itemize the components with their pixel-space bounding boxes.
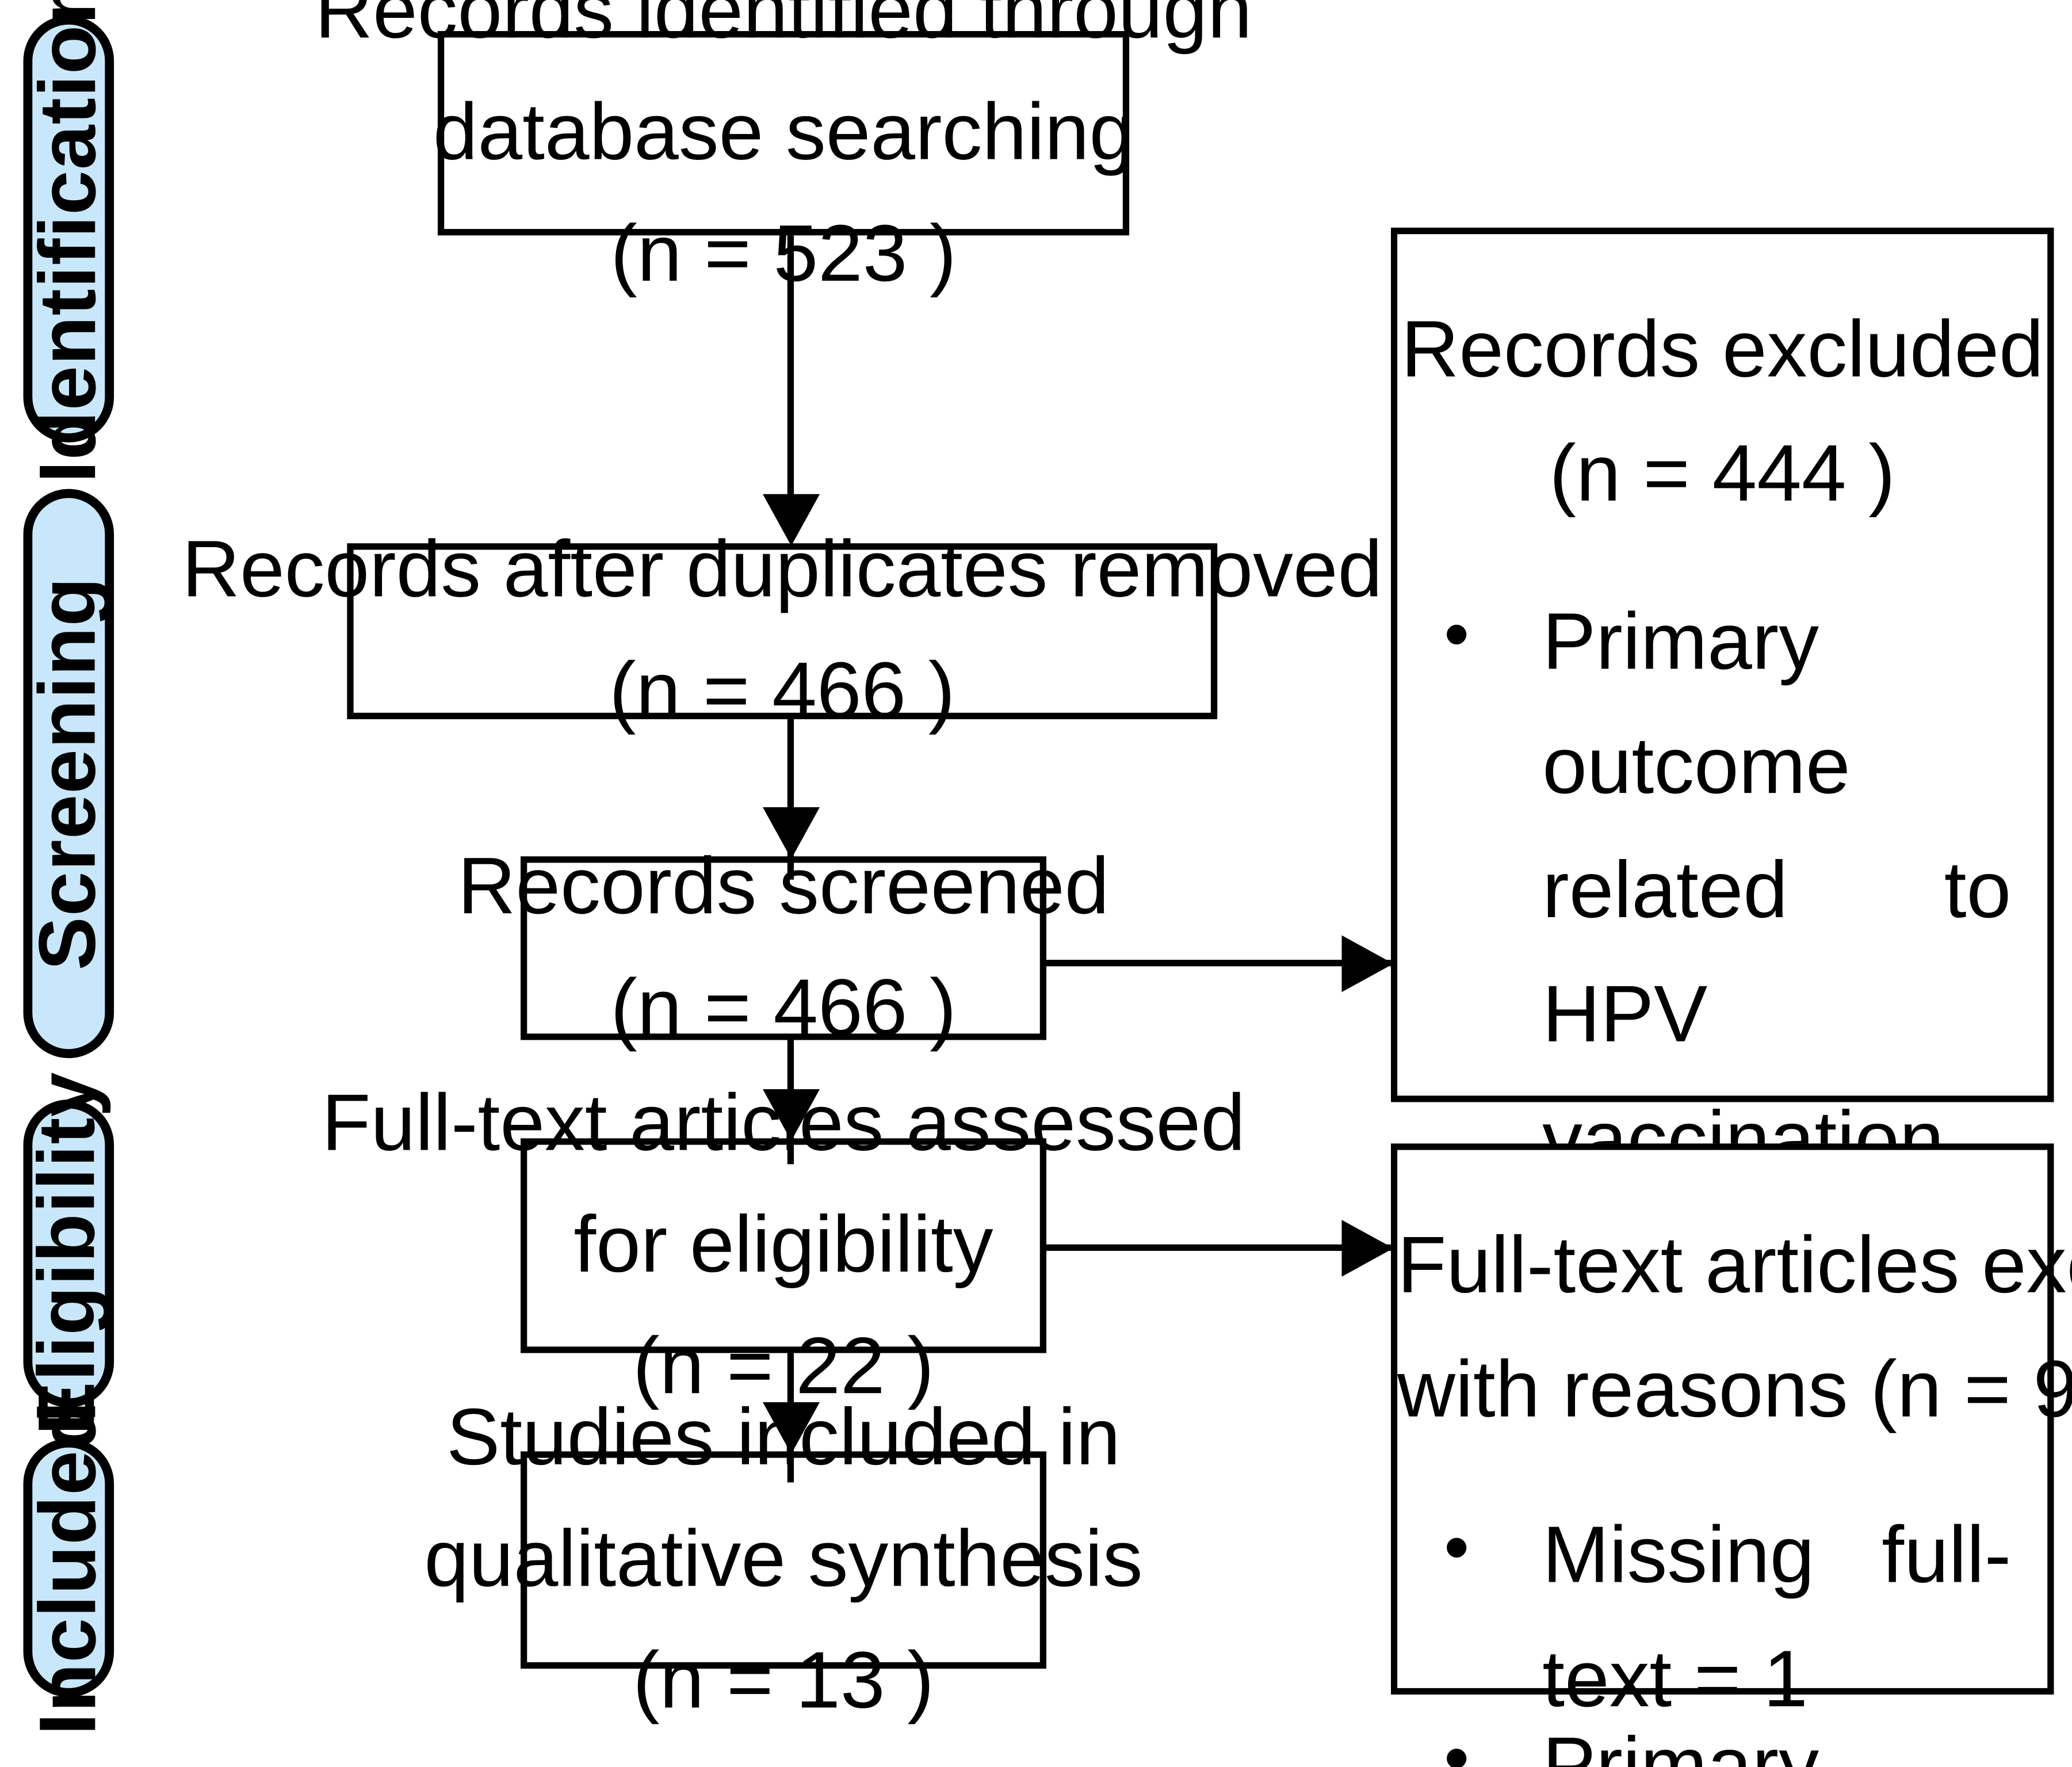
flow-box-line: (n = 466 )	[610, 963, 957, 1054]
stage-pill-screening: Screening	[23, 488, 114, 1059]
side-box-records-excluded: Records excluded (n = 444 ) Primary outc…	[1390, 227, 2054, 1767]
flow-box-full-text-assessed: Full-text articles assessed for eligibil…	[322, 1078, 1245, 1411]
flow-box-line: (n = 523 )	[610, 209, 957, 299]
flow-box-records-screened: Records screened (n = 466 )	[458, 842, 1110, 1053]
side-box-heading: Records excluded (n = 444 )	[1397, 234, 2047, 537]
flow-box-studies-included: Studies included in qualitative synthesi…	[424, 1393, 1142, 1726]
flow-box-line: for eligibility	[574, 1200, 993, 1290]
arrow-down-icon	[762, 494, 820, 546]
flow-box-records-after-duplicates: Records after duplicates removed (n = 46…	[182, 525, 1382, 736]
full-text-excluded-reason-list: Missing full-text = 1 Primary outcome no…	[1397, 1492, 2047, 1767]
flow-box-records-identified: Records identified through database sear…	[315, 0, 1252, 299]
flow-box-line: database searching	[433, 87, 1134, 177]
connector-screened-to-excluded	[1046, 960, 1391, 967]
side-box-heading: Full-text articles excluded, with reason…	[1397, 1150, 2072, 1453]
connector-identified-to-duplicates	[787, 235, 794, 523]
stage-label-included: Included	[23, 1400, 113, 1735]
stage-pill-eligibility: Eligibility	[23, 1072, 114, 1435]
arrow-down-icon	[762, 1402, 820, 1454]
stage-label-identification: Identification	[23, 0, 113, 483]
arrow-down-icon	[762, 1089, 820, 1141]
stage-label-screening: Screening	[23, 577, 113, 971]
list-item: Missing full-text = 1	[1397, 1492, 2011, 1743]
side-box-heading-line: Records excluded	[1401, 305, 2044, 395]
list-item: Primary outcome not related to improving…	[1397, 1746, 2011, 1767]
flow-box-line: qualitative synthesis	[424, 1514, 1143, 1604]
side-box-heading-line: Full-text articles excluded,	[1397, 1221, 2072, 1311]
side-box-full-text-excluded: Full-text articles excluded, with reason…	[1390, 1143, 2072, 1767]
flow-box-line: Records identified through	[315, 0, 1252, 55]
flow-box-line: (n = 466 )	[609, 647, 955, 736]
arrow-down-icon	[762, 807, 820, 859]
stage-pill-included: Included	[23, 1400, 114, 1735]
side-box-heading-line: (n = 444 )	[1549, 429, 1895, 519]
arrow-right-icon	[1341, 935, 1394, 993]
connector-duplicates-to-screened	[787, 719, 794, 880]
arrow-right-icon	[1341, 1220, 1394, 1277]
connector-fulltext-to-excluded	[1046, 1244, 1391, 1251]
flow-box-line: (n = 13 )	[633, 1636, 934, 1726]
stage-label-eligibility: Eligibility	[23, 1071, 113, 1436]
side-box-heading-line: with reasons (n = 9 )	[1397, 1345, 2072, 1435]
flow-box-line: (n = 22 )	[633, 1322, 934, 1412]
stage-pill-identification: Identification	[23, 0, 114, 483]
